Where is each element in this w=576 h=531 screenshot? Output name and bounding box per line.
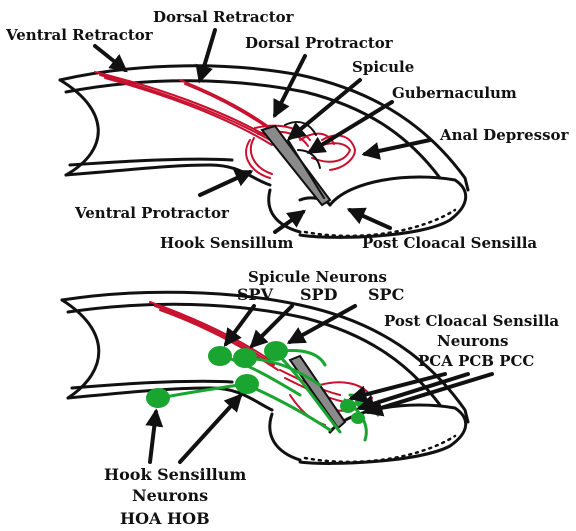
label-spv: SPV [237,285,274,304]
neuron-spv [208,346,232,366]
neuron-spc [264,341,288,361]
label-pcs-neurons-line1: Post Cloacal Sensilla [384,312,559,330]
neuron-hob [235,374,259,394]
label-post-cloacal-sensilla: Post Cloacal Sensilla [362,234,537,252]
label-spicule: Spicule [352,58,414,76]
neuron-spd [233,348,257,368]
label-spd: SPD [300,285,338,304]
neuron-pcb [351,412,365,424]
label-hoa-hob: HOA HOB [120,509,210,528]
label-gubernaculum: Gubernaculum [392,84,517,102]
top-panel: Ventral Retractor Dorsal Retractor Dorsa… [5,8,570,252]
bottom-muscles [150,302,372,425]
label-dorsal-protractor: Dorsal Protractor [245,34,394,52]
label-hook-neurons-line1: Hook Sensillum [104,465,246,484]
neuron-hoa [146,388,170,408]
neuron-pca [340,399,356,413]
label-spc: SPC [368,285,404,304]
spicule-lower [290,356,345,428]
label-anal-depressor: Anal Depressor [439,126,570,144]
label-spicule-neurons: Spicule Neurons [248,268,387,286]
label-pcs-neurons-line2: Neurons [437,332,508,350]
label-ventral-protractor: Ventral Protractor [74,204,230,222]
label-ventral-retractor: Ventral Retractor [5,26,154,44]
label-hook-neurons-line2: Neurons [132,486,208,505]
label-dorsal-retractor: Dorsal Retractor [153,8,295,26]
bottom-panel: Spicule Neurons SPV SPD SPC Post Cloacal… [62,268,559,528]
label-hook-sensillum: Hook Sensillum [160,234,294,252]
label-pca-pcb-pcc: PCA PCB PCC [418,352,534,370]
